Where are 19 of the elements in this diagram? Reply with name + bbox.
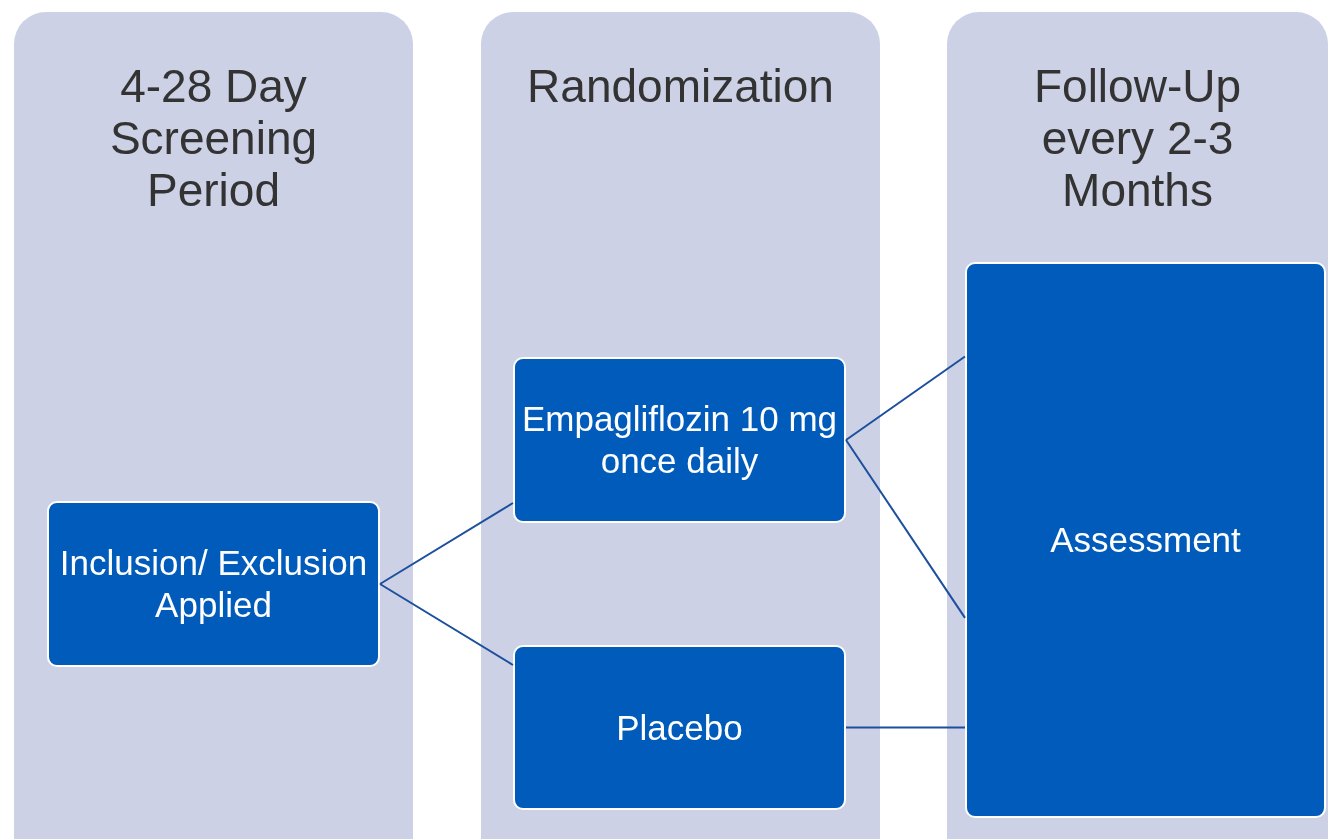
phase-column (481, 12, 880, 839)
process-box (47, 501, 380, 667)
column-heading: Randomization (526, 60, 835, 112)
box-label: Inclusion/ Exclusion Applied (58, 542, 369, 626)
connector-line (845, 355, 966, 441)
box-label: Empagliflozin 10 mg once daily (520, 398, 839, 482)
connector-line (379, 583, 514, 666)
phase-column (947, 12, 1328, 839)
connector-line (845, 726, 966, 729)
box-label: Assessment (1050, 519, 1241, 561)
column-heading: 4-28 Day Screening Period (108, 60, 319, 216)
connector-line (845, 439, 966, 619)
process-box (513, 357, 846, 523)
process-box (513, 645, 846, 810)
process-box (965, 262, 1326, 818)
column-heading: Follow-Up every 2-3 Months (1032, 60, 1242, 216)
box-label: Placebo (616, 706, 743, 749)
phase-column (14, 12, 413, 839)
connector-line (379, 502, 514, 585)
